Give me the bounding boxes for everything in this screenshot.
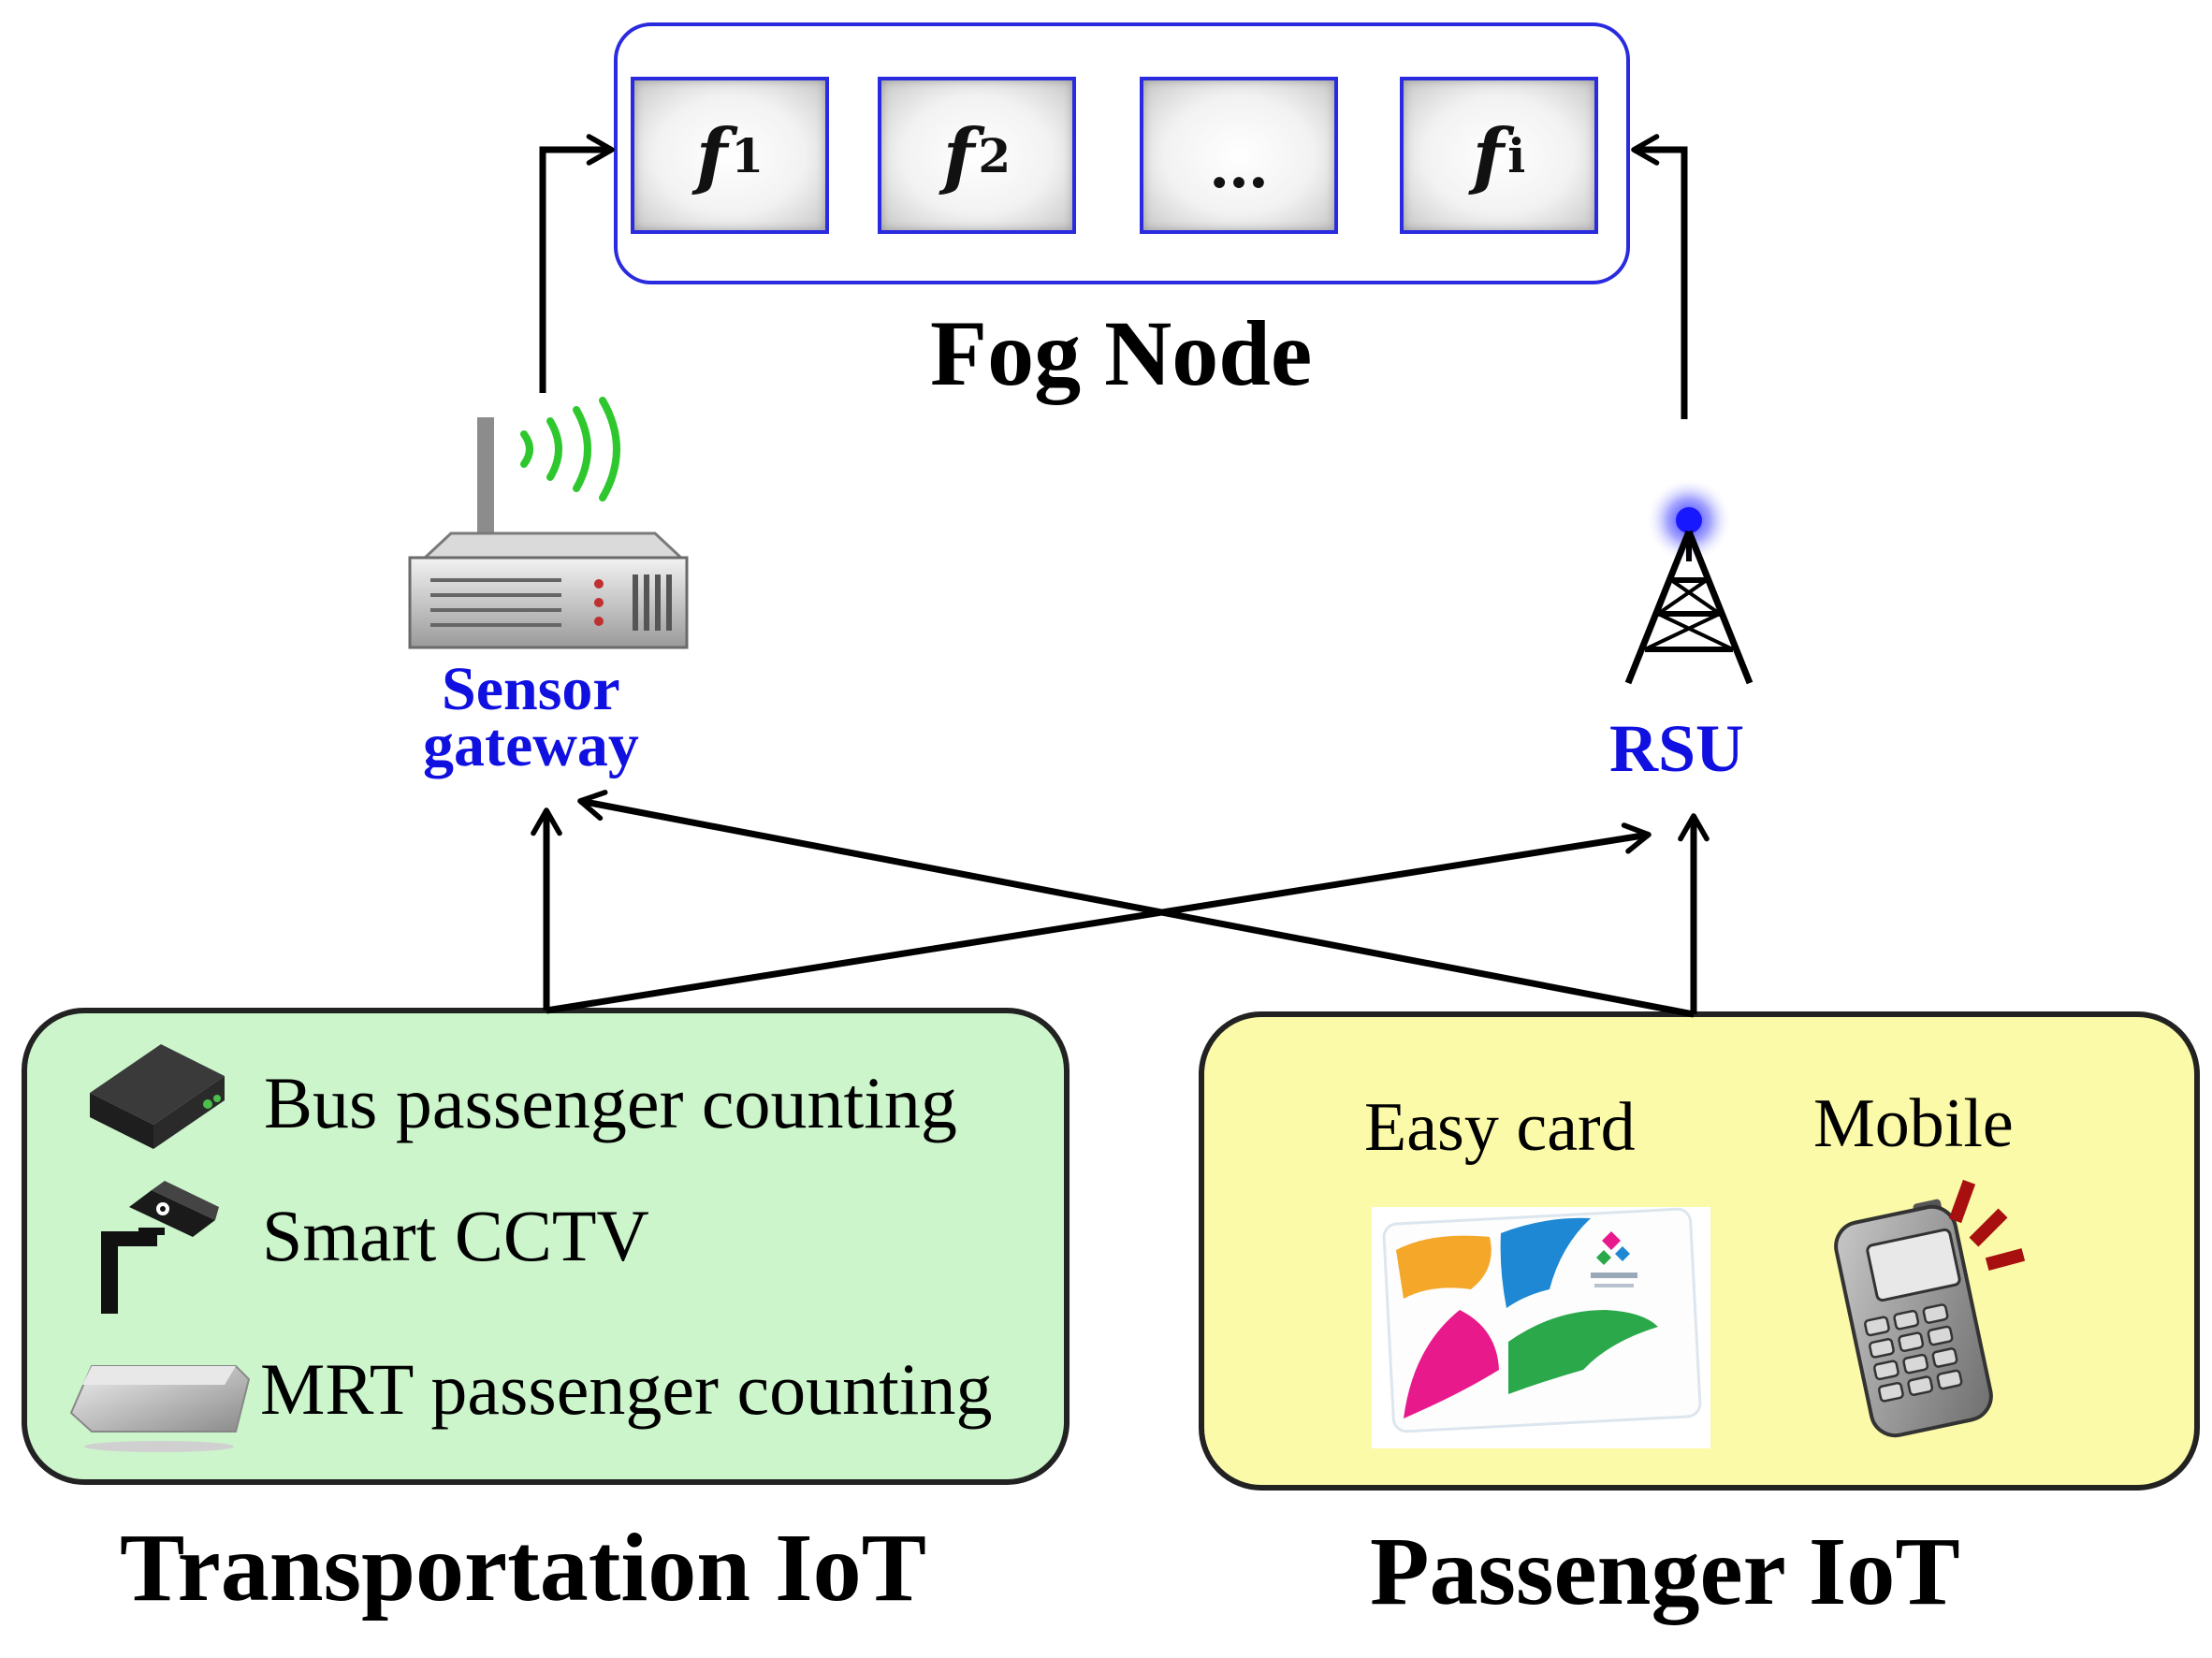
ringing-indicator-icon [1948,1179,2026,1271]
sensor-gateway-label-line1: Sensor [442,655,620,723]
fog-function-symbol: f [1472,112,1505,198]
cctv-camera-icon [101,1181,219,1314]
mrt-counter-sensor-icon [69,1365,251,1452]
passenger-to-gateway-arrow [577,790,1695,1018]
fog-function-symbol: … [1209,131,1269,202]
sensor-gateway-icon [408,417,689,649]
gateway-to-fog-arrow [539,134,615,393]
mobile-label: Mobile [1813,1085,2014,1162]
fog-function-symbol: f [942,112,975,198]
fog-function-subscript: i [1507,127,1526,183]
rsu-label: RSU [1609,711,1745,786]
mobile-phone-icon [1834,1179,2026,1438]
fog-node-container [614,22,1630,284]
easy-card-label: Easy card [1364,1089,1636,1166]
rsu-tower-icon [1624,477,1754,685]
fog-function-subscript: 1 [731,127,764,183]
rsu-to-fog-arrow [1631,134,1688,419]
bus-passenger-counting-label: Bus passenger counting [264,1062,957,1143]
smart-cctv-label: Smart CCTV [262,1195,649,1276]
transportation-iot-title: Transportation IoT [120,1514,926,1622]
fog-node-title: Fog Node [930,301,1313,405]
easy-card-icon [1372,1207,1710,1448]
wifi-signal-icon [520,397,620,502]
fog-function-subscript: 2 [978,127,1011,183]
fog-function-ellipsis: … [1140,77,1338,234]
bus-counter-device-icon [90,1044,225,1149]
fog-function-symbol: f [695,112,728,198]
passenger-iot-title: Passenger IoT [1370,1518,1960,1625]
mrt-passenger-counting-label: MRT passenger counting [260,1348,993,1430]
sensor-gateway-label-line2: gateway [423,711,639,779]
transport-to-rsu-arrow [546,822,1652,1014]
